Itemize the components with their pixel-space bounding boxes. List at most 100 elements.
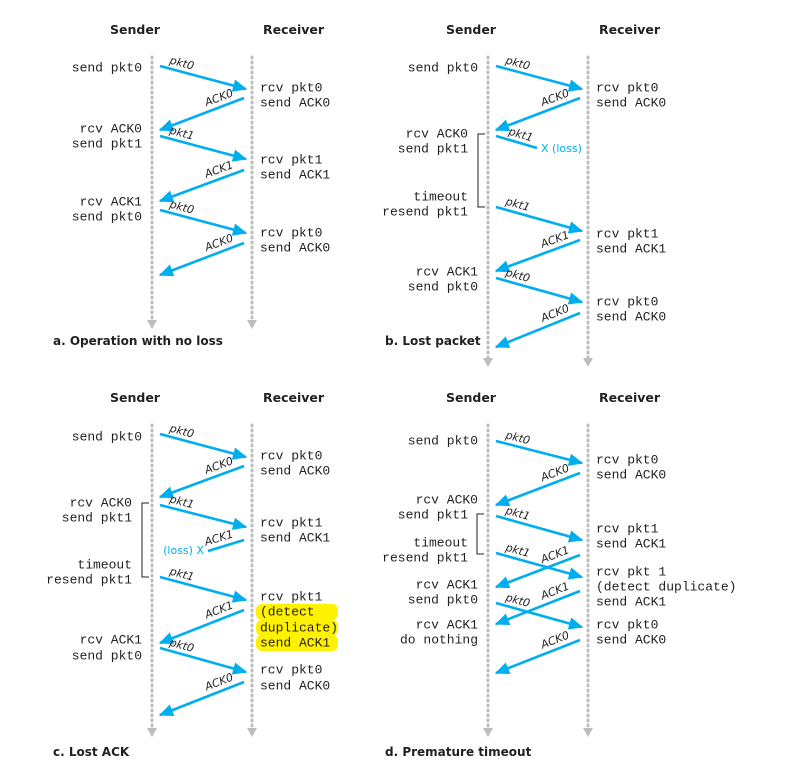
receiver-event: (detect duplicate) [596,579,736,594]
timeout-interval-bracket [141,502,149,578]
message-arrow [495,601,584,630]
receiver-header: Receiver [263,22,325,37]
message-label: pkt1 [167,492,195,511]
receiver-event: send ACK1 [596,241,666,256]
receiver-event: rcv pkt0 [260,80,322,95]
message-label: ACK0 [202,671,235,694]
message-arrow [494,311,581,349]
message-arrow [207,538,245,553]
sender-event: rcv ACK0 [70,495,132,510]
message-label: ACK0 [202,454,235,477]
message-arrow [159,575,248,603]
loss-marker: (loss) X [163,544,204,557]
message-arrow [159,432,248,460]
receiver-event: rcv pkt0 [596,617,658,632]
sender-header: Sender [446,22,497,37]
sender-event: rcv ACK1 [80,632,143,647]
receiver-event: send ACK0 [596,632,666,647]
duplicate-highlight [256,604,338,620]
sender-event: send pkt0 [72,648,142,663]
message-arrow [159,208,248,236]
receiver-event: rcv pkt1 [596,226,659,241]
duplicate-highlight [256,635,338,651]
timeout-interval-bracket [476,513,484,555]
receiver-event: send ACK0 [260,95,330,110]
receiver-header: Receiver [263,390,325,405]
message-arrow [494,553,581,589]
sender-event: resend pkt1 [382,550,468,565]
sender-event: rcv ACK1 [416,577,479,592]
sender-event: send pkt1 [72,136,142,151]
message-arrow [159,64,248,92]
sender-event: timeout [413,189,468,204]
message-label: ACK0 [538,302,571,325]
message-label: ACK0 [538,461,571,484]
message-arrow [158,241,245,277]
receiver-event: rcv pkt0 [596,294,658,309]
receiver-header: Receiver [599,390,661,405]
message-arrow [494,96,581,132]
sender-event: send pkt0 [72,60,142,75]
message-label: pkt0 [167,53,195,72]
sender-event: rcv ACK0 [416,492,478,507]
sender-header: Sender [110,22,161,37]
receiver-event: send ACK1 [596,536,666,551]
message-arrow [495,134,538,150]
message-arrow [494,238,581,273]
message-label: ACK0 [538,629,571,652]
receiver-event: rcv pkt0 [260,448,322,463]
receiver-event: send ACK0 [260,678,330,693]
message-arrow [158,464,245,499]
sender-event: send pkt0 [72,209,142,224]
message-arrow [495,514,584,543]
sender-event: rcv ACK0 [406,126,468,141]
panel-caption: c. Lost ACK [53,745,130,759]
message-arrow [158,96,245,132]
message-label: ACK0 [202,86,235,109]
sender-event: do nothing [400,632,478,647]
sender-event: send pkt0 [408,592,478,607]
receiver-event: rcv pkt0 [596,452,658,467]
receiver-event: (detect [260,604,315,619]
message-label: ACK1 [202,599,235,622]
sender-event: send pkt0 [408,279,478,294]
message-arrow [159,503,248,530]
sender-header: Sender [110,390,161,405]
sender-event: send pkt1 [62,510,132,525]
message-arrow [495,439,584,466]
sender-event: send pkt0 [72,429,142,444]
sender-event: rcv ACK0 [80,121,142,136]
message-arrow [158,680,245,717]
receiver-event: send ACK1 [260,167,330,182]
message-arrow [495,205,584,234]
message-label: pkt0 [167,197,195,216]
receiver-event: send ACK0 [596,95,666,110]
message-label: ACK1 [538,543,571,566]
receiver-event: rcv pkt0 [260,662,322,677]
message-label: ACK0 [538,86,571,109]
receiver-event: send ACK0 [260,463,330,478]
sender-event: resend pkt1 [46,572,132,587]
message-label: pkt0 [503,428,531,447]
receiver-header: Receiver [599,22,661,37]
message-arrow [159,134,248,162]
sender-event: send pkt1 [398,141,468,156]
receiver-event: rcv pkt1 [260,515,323,530]
message-arrow [494,471,581,507]
message-arrow [158,608,245,645]
receiver-event: duplicate) [260,620,338,635]
message-arrow [494,589,581,626]
message-label: pkt0 [503,53,531,72]
receiver-event: send ACK1 [260,530,330,545]
message-label: ACK1 [202,158,235,181]
receiver-event: send ACK0 [260,240,330,255]
message-arrow [159,646,248,675]
sender-header: Sender [446,390,497,405]
receiver-event: send ACK1 [596,594,666,609]
receiver-event: send ACK0 [596,467,666,482]
receiver-event: send ACK0 [596,309,666,324]
